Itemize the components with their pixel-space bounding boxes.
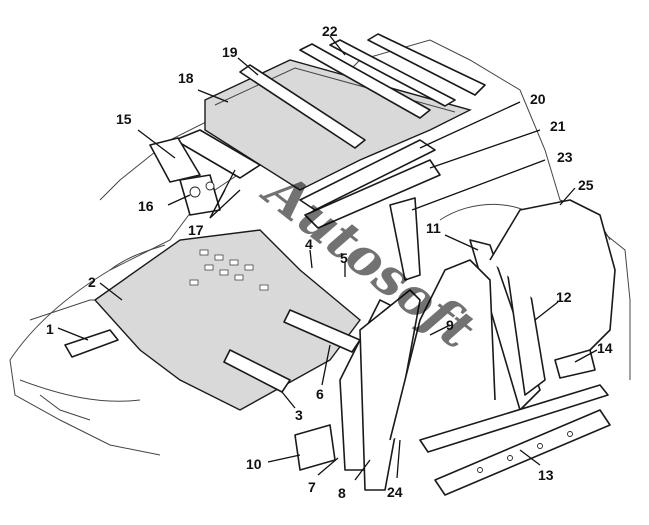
part-label-12: 12 [556,289,572,305]
part-label-7: 7 [308,479,316,495]
part-label-23: 23 [557,149,573,165]
part-label-4: 4 [305,236,313,252]
part-label-22: 22 [322,23,338,39]
part-label-20: 20 [530,91,546,107]
part-label-25: 25 [578,177,594,193]
floor-panel [93,229,361,411]
part-label-21: 21 [550,118,566,134]
part-label-2: 2 [88,274,96,290]
part-label-9: 9 [446,317,454,333]
part-label-14: 14 [597,340,613,356]
part-label-17: 17 [188,222,204,238]
part-label-15: 15 [116,111,132,127]
front-header [149,129,261,216]
door-seals [389,199,616,441]
part-label-18: 18 [178,70,194,86]
part-label-11: 11 [426,220,441,236]
part-label-8: 8 [338,485,346,501]
floor-crossmembers [64,309,361,393]
roof-bows [239,33,486,149]
roof-side-rails [299,139,441,281]
part-label-5: 5 [340,250,348,266]
part-label-16: 16 [138,198,154,214]
part-label-1: 1 [46,321,54,337]
part-label-3: 3 [295,407,303,423]
part-label-19: 19 [222,44,238,60]
part-label-13: 13 [538,467,554,483]
leader-lines [57,35,598,481]
part-label-6: 6 [316,386,324,402]
part-label-24: 24 [387,484,403,500]
part-number-labels: 1 2 3 4 5 6 7 8 9 10 11 12 13 14 15 16 1… [46,23,613,501]
part-label-10: 10 [246,456,262,472]
